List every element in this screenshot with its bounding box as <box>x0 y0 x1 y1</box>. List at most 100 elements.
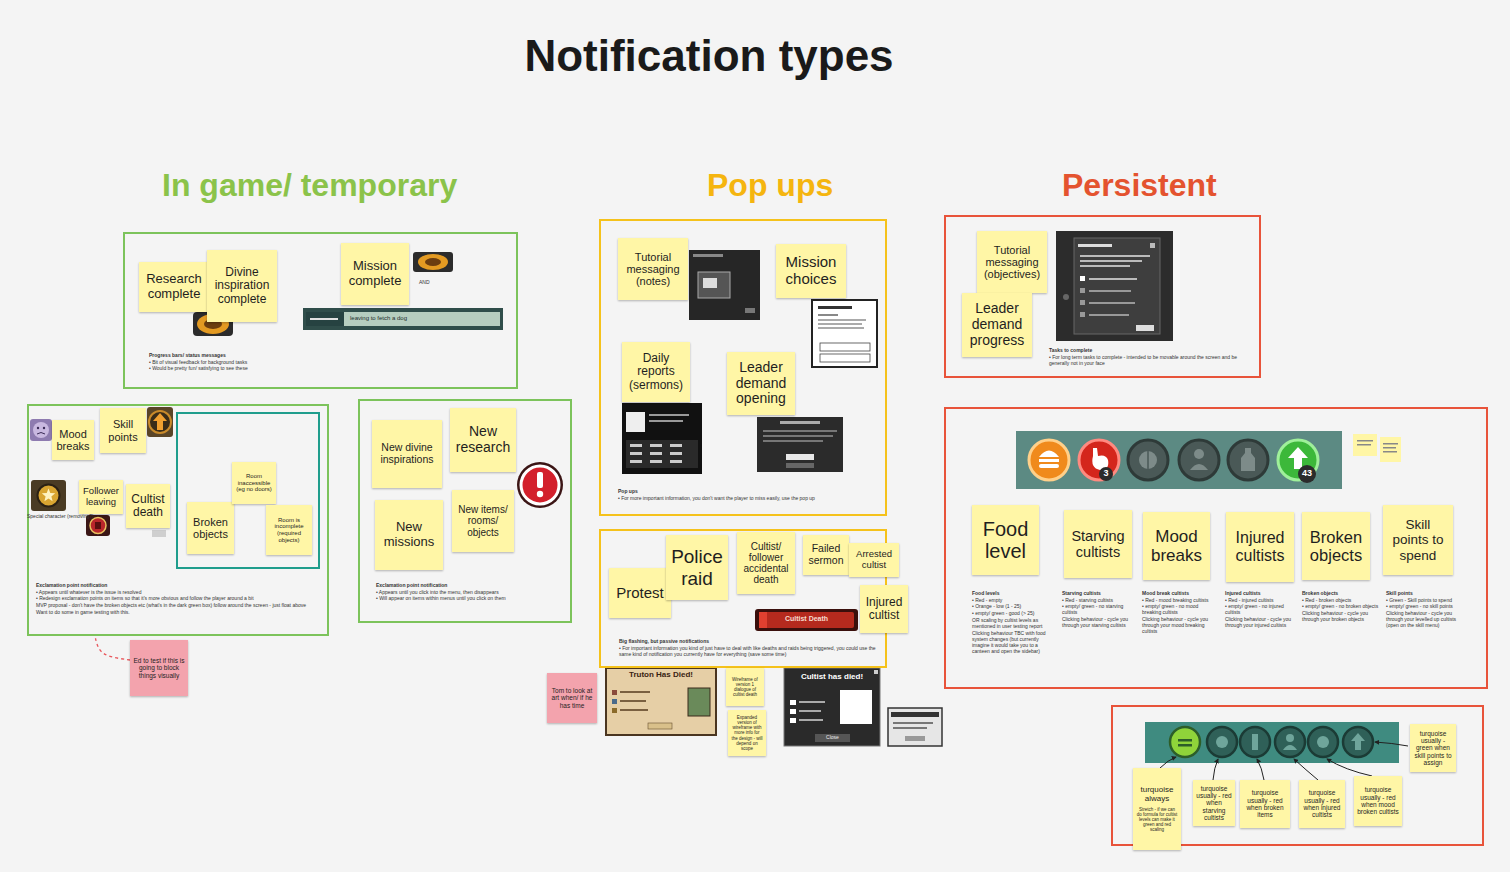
objectives-screenshot <box>1080 265 1130 267</box>
sticky-note: Starving cultists <box>1064 510 1132 578</box>
sticky-text: Broken objects <box>1305 528 1367 565</box>
note-column: Tasks to complete• For long term tasks t… <box>1049 347 1249 366</box>
section-heading: In game/ temporary <box>162 168 457 203</box>
frame-note: Exclamation point notification <box>36 582 322 588</box>
exclamation-icon <box>521 466 559 504</box>
frame-note: • Bit of visual feedback for background … <box>149 359 309 365</box>
frame: Exclamation point notification• Appears … <box>358 399 572 623</box>
frame-note: • empty/ green - no injured cultists <box>1225 603 1299 615</box>
mood-icon <box>43 427 45 429</box>
sticky-note: Mission choices <box>776 244 846 298</box>
frame-note: Injured cultists <box>1225 590 1299 596</box>
objectives-screenshot <box>1089 278 1137 280</box>
frame-note: Big flashing, but passive notifications <box>619 638 881 644</box>
truton-death-screenshot <box>620 691 650 693</box>
sticky-note: Tutorial messaging (notes) <box>618 238 688 300</box>
sticky-text: Tutorial messaging (notes) <box>621 251 685 288</box>
frame-note: • Red - starving cultists <box>1062 597 1136 603</box>
status-icon-bar <box>1147 451 1149 469</box>
note-column: Exclamation point notification• Appears … <box>36 582 322 615</box>
daily-report-screenshot <box>626 412 645 432</box>
small-screenshot <box>891 712 939 717</box>
objectives-screenshot <box>1063 294 1069 300</box>
truton-death-screenshot <box>648 723 672 729</box>
frame-note: Tasks to complete <box>1049 347 1249 353</box>
sticky-text: Mood breaks <box>55 428 91 453</box>
mission-icon <box>418 254 448 270</box>
tutorial-notes-screenshot <box>745 308 755 313</box>
daily-report-screenshot <box>622 403 702 474</box>
objectives-screenshot <box>1089 290 1131 292</box>
tiny-sticky-notes <box>1383 451 1397 453</box>
badge-count: 3 <box>1099 469 1113 479</box>
note-column: Starving cultists• Red - starving cultis… <box>1062 590 1136 629</box>
leader-demand-screenshot <box>786 454 814 460</box>
turquoise-icon-bar <box>1207 727 1237 757</box>
tutorial-notes-screenshot <box>689 250 760 320</box>
note-column: Pop ups• For more important information,… <box>618 488 878 501</box>
sticky-note: turquoise alwaysStretch - if we can do f… <box>1133 768 1181 850</box>
objectives-screenshot <box>1074 238 1160 334</box>
sticky-text: Leader demand progress <box>965 301 1029 348</box>
truton-death-screenshot <box>612 690 617 695</box>
truton-death-screenshot <box>612 699 617 704</box>
leader-demand-screenshot <box>763 430 837 432</box>
skill-icon <box>147 407 173 437</box>
sticky-text: turquoise usually - red when mood broken… <box>1357 786 1399 815</box>
cultist-died-screenshot <box>790 709 796 714</box>
frame-note: OR scaling by cultist levels as mentione… <box>972 617 1048 629</box>
daily-report-screenshot <box>649 420 683 422</box>
daily-report-screenshot <box>650 452 662 455</box>
turquoise-icon-bar <box>1351 733 1365 750</box>
sticky-text: Skill points <box>103 418 143 443</box>
frame-note: • empty/ green - good (> 25) <box>972 610 1048 616</box>
frame-note: • For long term tasks to complete - inte… <box>1049 354 1249 366</box>
tiny-sticky-notes <box>1383 443 1398 445</box>
frame-note: Clicking behaviour - cycle you through y… <box>1142 616 1218 634</box>
section-heading: Persistent <box>1062 168 1217 203</box>
status-icon-bar <box>1179 440 1219 480</box>
frame-note: Want to do some in game testing with thi… <box>36 609 322 615</box>
page-title: Notification types <box>0 32 1418 80</box>
frame-note: • Orange - low (1 - 25) <box>972 603 1048 609</box>
turquoise-icon-bar <box>1170 727 1200 757</box>
frame-note: • Green - Skill points to spend <box>1386 597 1470 603</box>
frame-note: • Would be pretty fun/ satisfying to see… <box>149 365 309 371</box>
sticky-text: New research <box>453 424 513 455</box>
sticky-note: Broken objects <box>187 502 234 554</box>
sticky-note: Protest <box>609 568 671 618</box>
objectives-screenshot <box>1078 244 1112 247</box>
objectives-screenshot <box>1089 314 1129 316</box>
status-icon-bar <box>1194 449 1204 459</box>
small-screenshot <box>888 708 942 746</box>
tutorial-notes-screenshot <box>689 250 760 320</box>
status-icon-bar <box>1039 464 1059 468</box>
note-column: Injured cultists• Red - injured cultists… <box>1225 590 1299 629</box>
frame-note: Mood break cultists <box>1142 590 1218 596</box>
mood-icon <box>30 419 52 441</box>
turquoise-icon-bar <box>1275 727 1305 757</box>
label-slot: Pop ups <box>707 168 833 203</box>
frame: Progress bars/ status messages• Bit of v… <box>123 232 518 389</box>
sticky-text: Cultist death <box>129 493 167 520</box>
frame-note: Exclamation point notification <box>376 582 561 588</box>
sticky-note: Leader demand opening <box>727 352 795 415</box>
truton-death-screenshot <box>620 709 648 711</box>
cultist-died-screenshot <box>790 718 796 723</box>
turquoise-icon-bar <box>1343 727 1373 757</box>
sticky-text: Stretch - if we can do formula for culti… <box>1136 807 1178 832</box>
frame: Food levels• Red - empty• Orange - low (… <box>944 407 1488 689</box>
sticky-note: Arrested cultist <box>849 543 899 577</box>
cultist-death-bar <box>755 609 858 631</box>
objectives-screenshot <box>1080 276 1085 281</box>
leader-demand-screenshot <box>763 440 823 442</box>
mission-choices-screenshot <box>818 319 866 321</box>
cultist-died-screenshot <box>790 700 796 705</box>
death-marker <box>152 530 166 537</box>
frame-note: MVP proposal - don't have the broken obj… <box>36 602 322 608</box>
objectives-screenshot <box>1080 260 1142 262</box>
sticky-text: turquoise usually - red when starving cu… <box>1196 785 1232 821</box>
sticky-text: New missions <box>378 520 440 549</box>
leader-arrow <box>1327 759 1372 776</box>
status-icon-bar <box>1298 465 1316 483</box>
